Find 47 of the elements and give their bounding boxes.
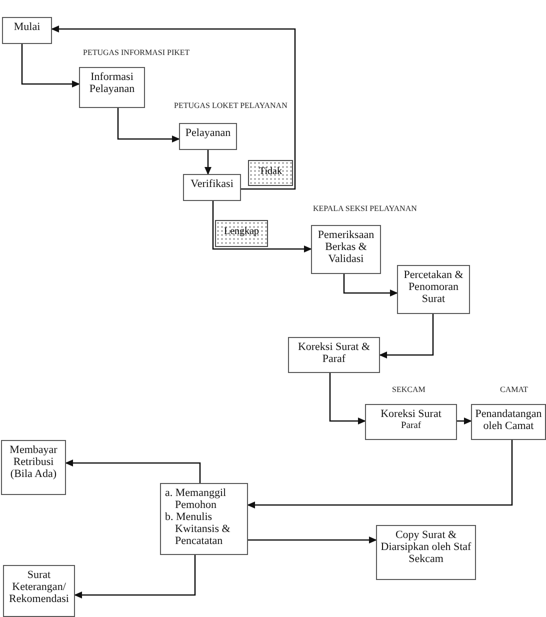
box-text: Surat Keterangan/ Rekomendasi	[8, 569, 70, 605]
box-text: b. Menulis Kwitansis & Pencatatan	[164, 511, 232, 547]
box-text: Informasi Pelayanan	[88, 71, 136, 95]
process-box	[79, 67, 145, 108]
edge-label: Lengkap	[215, 220, 268, 247]
lane-label: PETUGAS INFORMASI PIKET	[83, 48, 190, 57]
box-text: Penandatangan oleh Camat	[474, 408, 543, 432]
box-text: Membayar Retribusi (Bila Ada)	[8, 444, 58, 480]
arrow	[248, 536, 377, 544]
arrow	[343, 274, 398, 296]
box-text: Pelayanan	[184, 127, 232, 139]
process-box	[288, 337, 380, 373]
box-text: Koreksi Surat & Paraf	[296, 341, 372, 365]
lane-label: CAMAT	[500, 385, 528, 394]
arrow	[247, 440, 513, 508]
box-text: Verifikasi	[190, 178, 234, 190]
process-box	[2, 17, 52, 44]
arrow	[74, 555, 196, 598]
arrow	[204, 150, 212, 175]
process-box	[311, 225, 381, 274]
box-text: Paraf	[400, 420, 422, 432]
box-text: Percetakan & Penomoran Surat	[402, 269, 464, 305]
process-box	[397, 265, 470, 314]
process-box	[376, 525, 476, 580]
arrow	[51, 26, 296, 190]
process-box	[183, 174, 241, 201]
arrow	[329, 373, 366, 424]
process-box	[471, 404, 546, 440]
arrow	[457, 418, 472, 424]
arrow	[21, 44, 80, 88]
process-box	[160, 483, 248, 555]
arrow	[65, 460, 201, 483]
process-box	[3, 565, 75, 617]
lane-label: SEKCAM	[392, 385, 426, 394]
process-box	[365, 404, 457, 440]
edge-label: Tidak	[248, 160, 293, 186]
box-text: Pemeriksaan Berkas & Validasi	[316, 229, 376, 265]
arrow	[212, 201, 312, 252]
arrow	[379, 314, 434, 358]
lane-label: KEPALA SEKSI PELAYANAN	[313, 204, 417, 213]
box-text: Koreksi Surat	[380, 408, 442, 420]
arrow	[117, 108, 180, 142]
process-box	[1, 440, 66, 495]
box-text: Mulai	[12, 21, 42, 33]
process-box	[179, 123, 237, 150]
box-text: Copy Surat & Diarsipkan oleh Staf Sekcam	[380, 529, 472, 565]
lane-label: PETUGAS LOKET PELAYANAN	[174, 101, 288, 110]
